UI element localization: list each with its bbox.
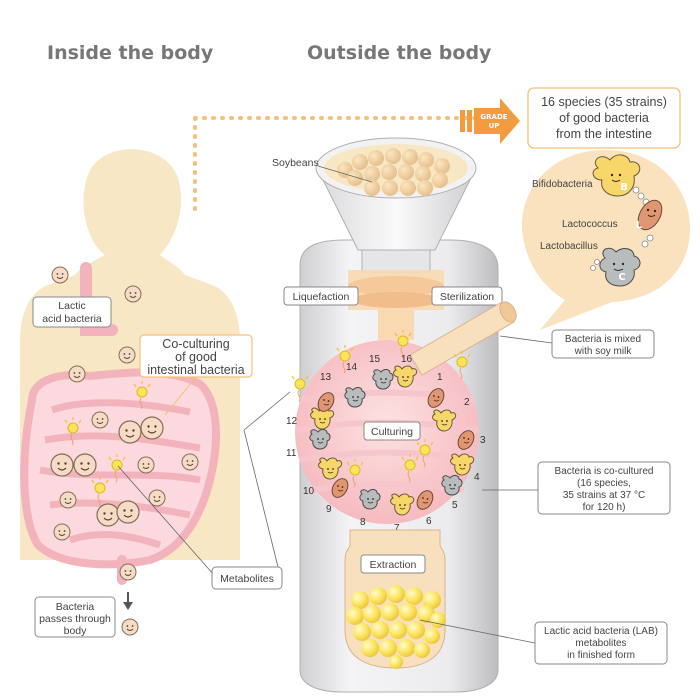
grade-up-arrow-icon <box>460 98 520 144</box>
ring-number-15: 15 <box>369 354 381 365</box>
bacteria-face-icon <box>121 618 139 636</box>
lab-line3: in finished form <box>567 650 635 661</box>
cocult-line2: (16 species, <box>577 478 631 489</box>
extraction-label: Extraction <box>370 559 417 571</box>
ring-number-13: 13 <box>320 372 332 383</box>
bacteria-face-icon <box>137 456 155 474</box>
ring-number-6: 6 <box>426 516 432 527</box>
lactococcus-label: Lactococcus <box>562 219 618 230</box>
species-callout-box <box>527 87 681 149</box>
bacteria-face-icon <box>124 285 142 303</box>
culturing-label-box <box>363 421 421 441</box>
lactic-bacteria-face-icon <box>51 266 69 284</box>
bacteria-face-icon <box>140 416 164 440</box>
lab-line2: metabolites <box>575 638 626 649</box>
bacteria-face-icon <box>118 346 136 364</box>
ring-number-5: 5 <box>452 500 458 511</box>
ring-number-8: 8 <box>360 517 366 528</box>
sterilization-label-box <box>431 286 503 306</box>
down-arrow-icon <box>123 592 133 610</box>
extraction-label-box <box>360 554 426 574</box>
lab-metabolite-balls <box>346 585 446 669</box>
soy-milk-inlet-pipe <box>409 301 517 376</box>
passes-line2: passes through <box>39 613 111 625</box>
lab-label-box <box>534 621 668 665</box>
passes-line3: body <box>64 625 88 637</box>
cocult-line4: for 120 h) <box>583 502 626 513</box>
cocult-line1: Bacteria is co-cultured <box>555 466 654 477</box>
coculture-line1: Co-culturing <box>162 337 229 351</box>
lactic-label-box <box>32 296 112 328</box>
ring-number-2: 2 <box>464 397 470 408</box>
culturing-label: Culturing <box>371 426 413 438</box>
grade-up-line1: GRADE <box>480 113 507 121</box>
dotted-connector-top <box>193 116 482 126</box>
mixed-line1: Bacteria is mixed <box>565 334 641 345</box>
heading-inside-body: Inside the body <box>47 42 214 64</box>
bacteria-face-icon <box>50 453 74 477</box>
species-line1: 16 species (35 strains) <box>541 95 667 109</box>
metabolites-label: Metabolites <box>220 573 274 585</box>
bacteria-face-icon <box>73 453 97 477</box>
metabolites-pointer-right-a <box>243 429 281 576</box>
metabolites-pointer-right-b <box>243 391 291 431</box>
ring-number-14: 14 <box>346 362 358 373</box>
lactococcus-icon <box>637 199 663 248</box>
bacteria-face-icon <box>59 491 77 509</box>
mixed-pointer <box>499 335 553 344</box>
ring-number-1: 1 <box>437 372 443 383</box>
ring-number-4: 4 <box>474 472 480 483</box>
bifido-letter: B <box>620 182 628 193</box>
heading-outside-body: Outside the body <box>307 42 492 64</box>
bacteria-face-icon <box>119 563 137 581</box>
bacteria-types-bubble <box>521 150 691 330</box>
species-line3: from the intestine <box>556 127 652 141</box>
lactic-label-line2: acid bacteria <box>42 313 102 325</box>
mixed-line2: with soy milk <box>574 346 633 357</box>
metabolites-label-box <box>211 566 283 590</box>
bacteria-face-icon <box>118 420 142 444</box>
lactob-letter: C <box>618 272 625 283</box>
sterilization-label: Sterilization <box>440 291 494 303</box>
bacteria-face-icon <box>96 503 120 527</box>
soybeans <box>337 148 450 196</box>
species-line2: of good bacteria <box>559 111 649 125</box>
grade-up-line2: UP <box>489 122 500 130</box>
lactobacillus-icon <box>590 247 641 287</box>
liquefaction-label: Liquefaction <box>293 291 350 303</box>
liquefaction-label-box <box>283 286 359 306</box>
ring-number-7: 7 <box>394 523 400 534</box>
ring-number-10: 10 <box>303 486 315 497</box>
coculture-line2: of good <box>175 350 217 364</box>
ring-number-11: 11 <box>286 448 297 459</box>
metabolites-pointer-left <box>117 465 215 576</box>
cocult-line3: 35 strains at 37 °C <box>563 490 645 501</box>
passes-label-box <box>34 596 116 638</box>
soybeans-label: Soybeans <box>272 157 319 169</box>
coculture-pointer <box>164 376 197 416</box>
mixed-label-box <box>551 329 655 359</box>
bacteria-face-icon <box>116 500 140 524</box>
bacteria-face-icon <box>91 411 109 429</box>
lactic-label-line1: Lactic <box>58 300 85 312</box>
ring-number-3: 3 <box>480 435 486 446</box>
cocult-label-box <box>537 461 671 515</box>
lab-line1: Lactic acid bacteria (LAB) <box>544 626 658 637</box>
lab-pointer <box>419 619 536 644</box>
soybeans-pointer <box>317 165 373 183</box>
ring-number-9: 9 <box>326 504 332 515</box>
liquefaction-chamber <box>348 270 444 340</box>
bacteria-face-icon <box>181 453 199 471</box>
ring-number-16: 16 <box>401 354 413 365</box>
lactobacillus-label: Lactobacillus <box>540 241 598 252</box>
bacteria-face-icon <box>53 523 71 541</box>
bifidobacteria-label: Bifidobacteria <box>532 179 593 190</box>
lacto-letter: L <box>636 220 643 231</box>
passes-line1: Bacteria <box>56 601 95 613</box>
coculture-line3: intestinal bacteria <box>147 363 244 377</box>
ring-number-12: 12 <box>286 416 298 427</box>
bacteria-face-icon <box>68 365 86 383</box>
